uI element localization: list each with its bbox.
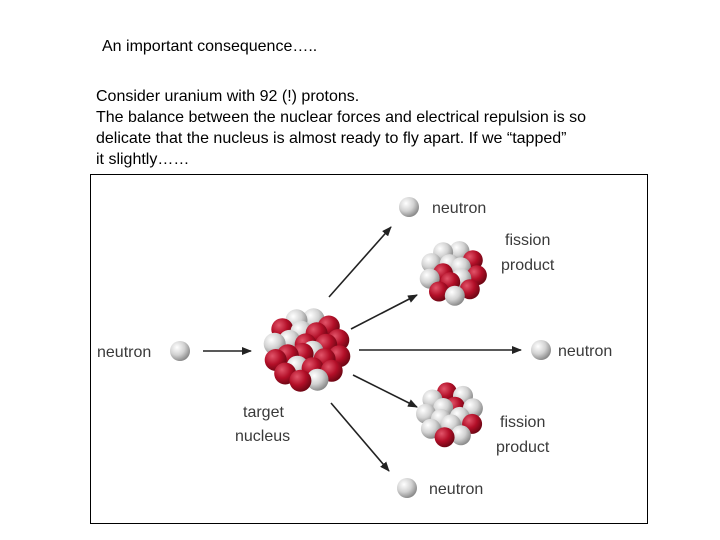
target-nucleus [264, 308, 351, 391]
label-incoming-neutron: neutron [97, 344, 151, 361]
label-neutron-bottom: neutron [429, 481, 483, 498]
label-fission-top-line2: product [501, 257, 555, 274]
arrow-to-fission-bottom [353, 375, 417, 407]
label-fission-bottom-line1: fission [500, 414, 545, 431]
incoming-neutron [170, 341, 190, 361]
fission-diagram: neutron target nucleus neutron fission p… [90, 174, 648, 524]
label-target-line1: target [243, 404, 284, 421]
fission-product-bottom [416, 382, 483, 447]
label-fission-top-line1: fission [505, 232, 550, 249]
fission-product-top [420, 241, 487, 306]
label-neutron-top: neutron [432, 200, 486, 217]
body-line-1: Consider uranium with 92 (!) protons. [96, 86, 656, 107]
proton [435, 427, 455, 447]
arrow-to-neutron-top [329, 227, 391, 297]
emitted-neutron-top [399, 197, 419, 217]
label-neutron-middle: neutron [558, 343, 612, 360]
emitted-neutron-bottom [397, 478, 417, 498]
arrow-to-neutron-bottom [331, 403, 389, 471]
arrow-to-fission-top [351, 295, 417, 329]
proton [289, 370, 311, 392]
body-line-3: delicate that the nucleus is almost read… [96, 128, 656, 149]
slide-body-text: Consider uranium with 92 (!) protons. Th… [96, 86, 656, 170]
emitted-neutron-middle [531, 340, 551, 360]
neutron-particle [445, 286, 465, 306]
fission-diagram-svg: neutron target nucleus neutron fission p… [91, 175, 647, 523]
label-target-line2: nucleus [235, 428, 290, 445]
body-line-4: it slightly…… [96, 149, 656, 170]
body-line-2: The balance between the nuclear forces a… [96, 107, 656, 128]
label-fission-bottom-line2: product [496, 439, 550, 456]
slide-heading: An important consequence….. [102, 37, 317, 57]
